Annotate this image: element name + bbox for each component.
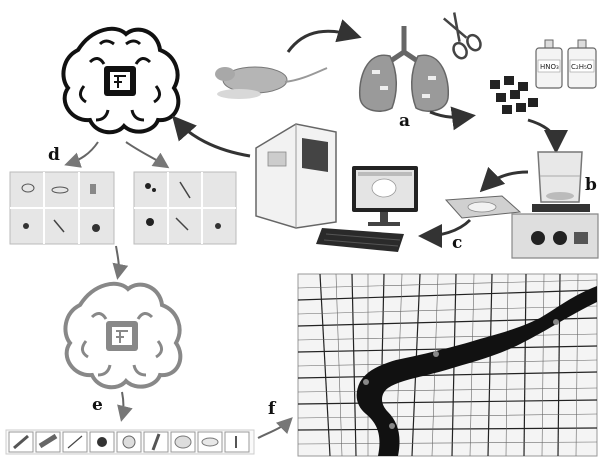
keyboard-icon xyxy=(316,228,404,252)
label-b: b xyxy=(585,175,597,195)
label-d: d xyxy=(48,145,60,165)
computer-monitor-icon xyxy=(352,166,418,226)
particle-image-grid-icon xyxy=(9,171,237,245)
reagent-ethanol: C₂H₅O xyxy=(571,63,593,71)
reagent-hno3: HNO₃ xyxy=(540,63,559,71)
brain-chip-icon xyxy=(61,26,181,135)
tissue-pieces-icon xyxy=(490,76,538,114)
reagent-bottle-icon: HNO₃ C₂H₅O xyxy=(535,39,597,89)
label-f: f xyxy=(268,399,277,419)
filter-membrane-icon xyxy=(444,195,522,219)
brain-chip-icon xyxy=(63,281,183,390)
label-a: a xyxy=(399,111,410,131)
label-c: c xyxy=(452,233,462,253)
hot-plate-stirrer-icon xyxy=(511,151,599,259)
mouse-icon xyxy=(215,66,328,99)
city-map-icon xyxy=(297,273,598,457)
label-e: e xyxy=(92,395,103,415)
microscope-scanner-icon xyxy=(255,123,337,229)
scissors-icon xyxy=(442,12,482,60)
lungs-icon xyxy=(358,26,450,112)
particle-types-icon xyxy=(5,429,255,455)
